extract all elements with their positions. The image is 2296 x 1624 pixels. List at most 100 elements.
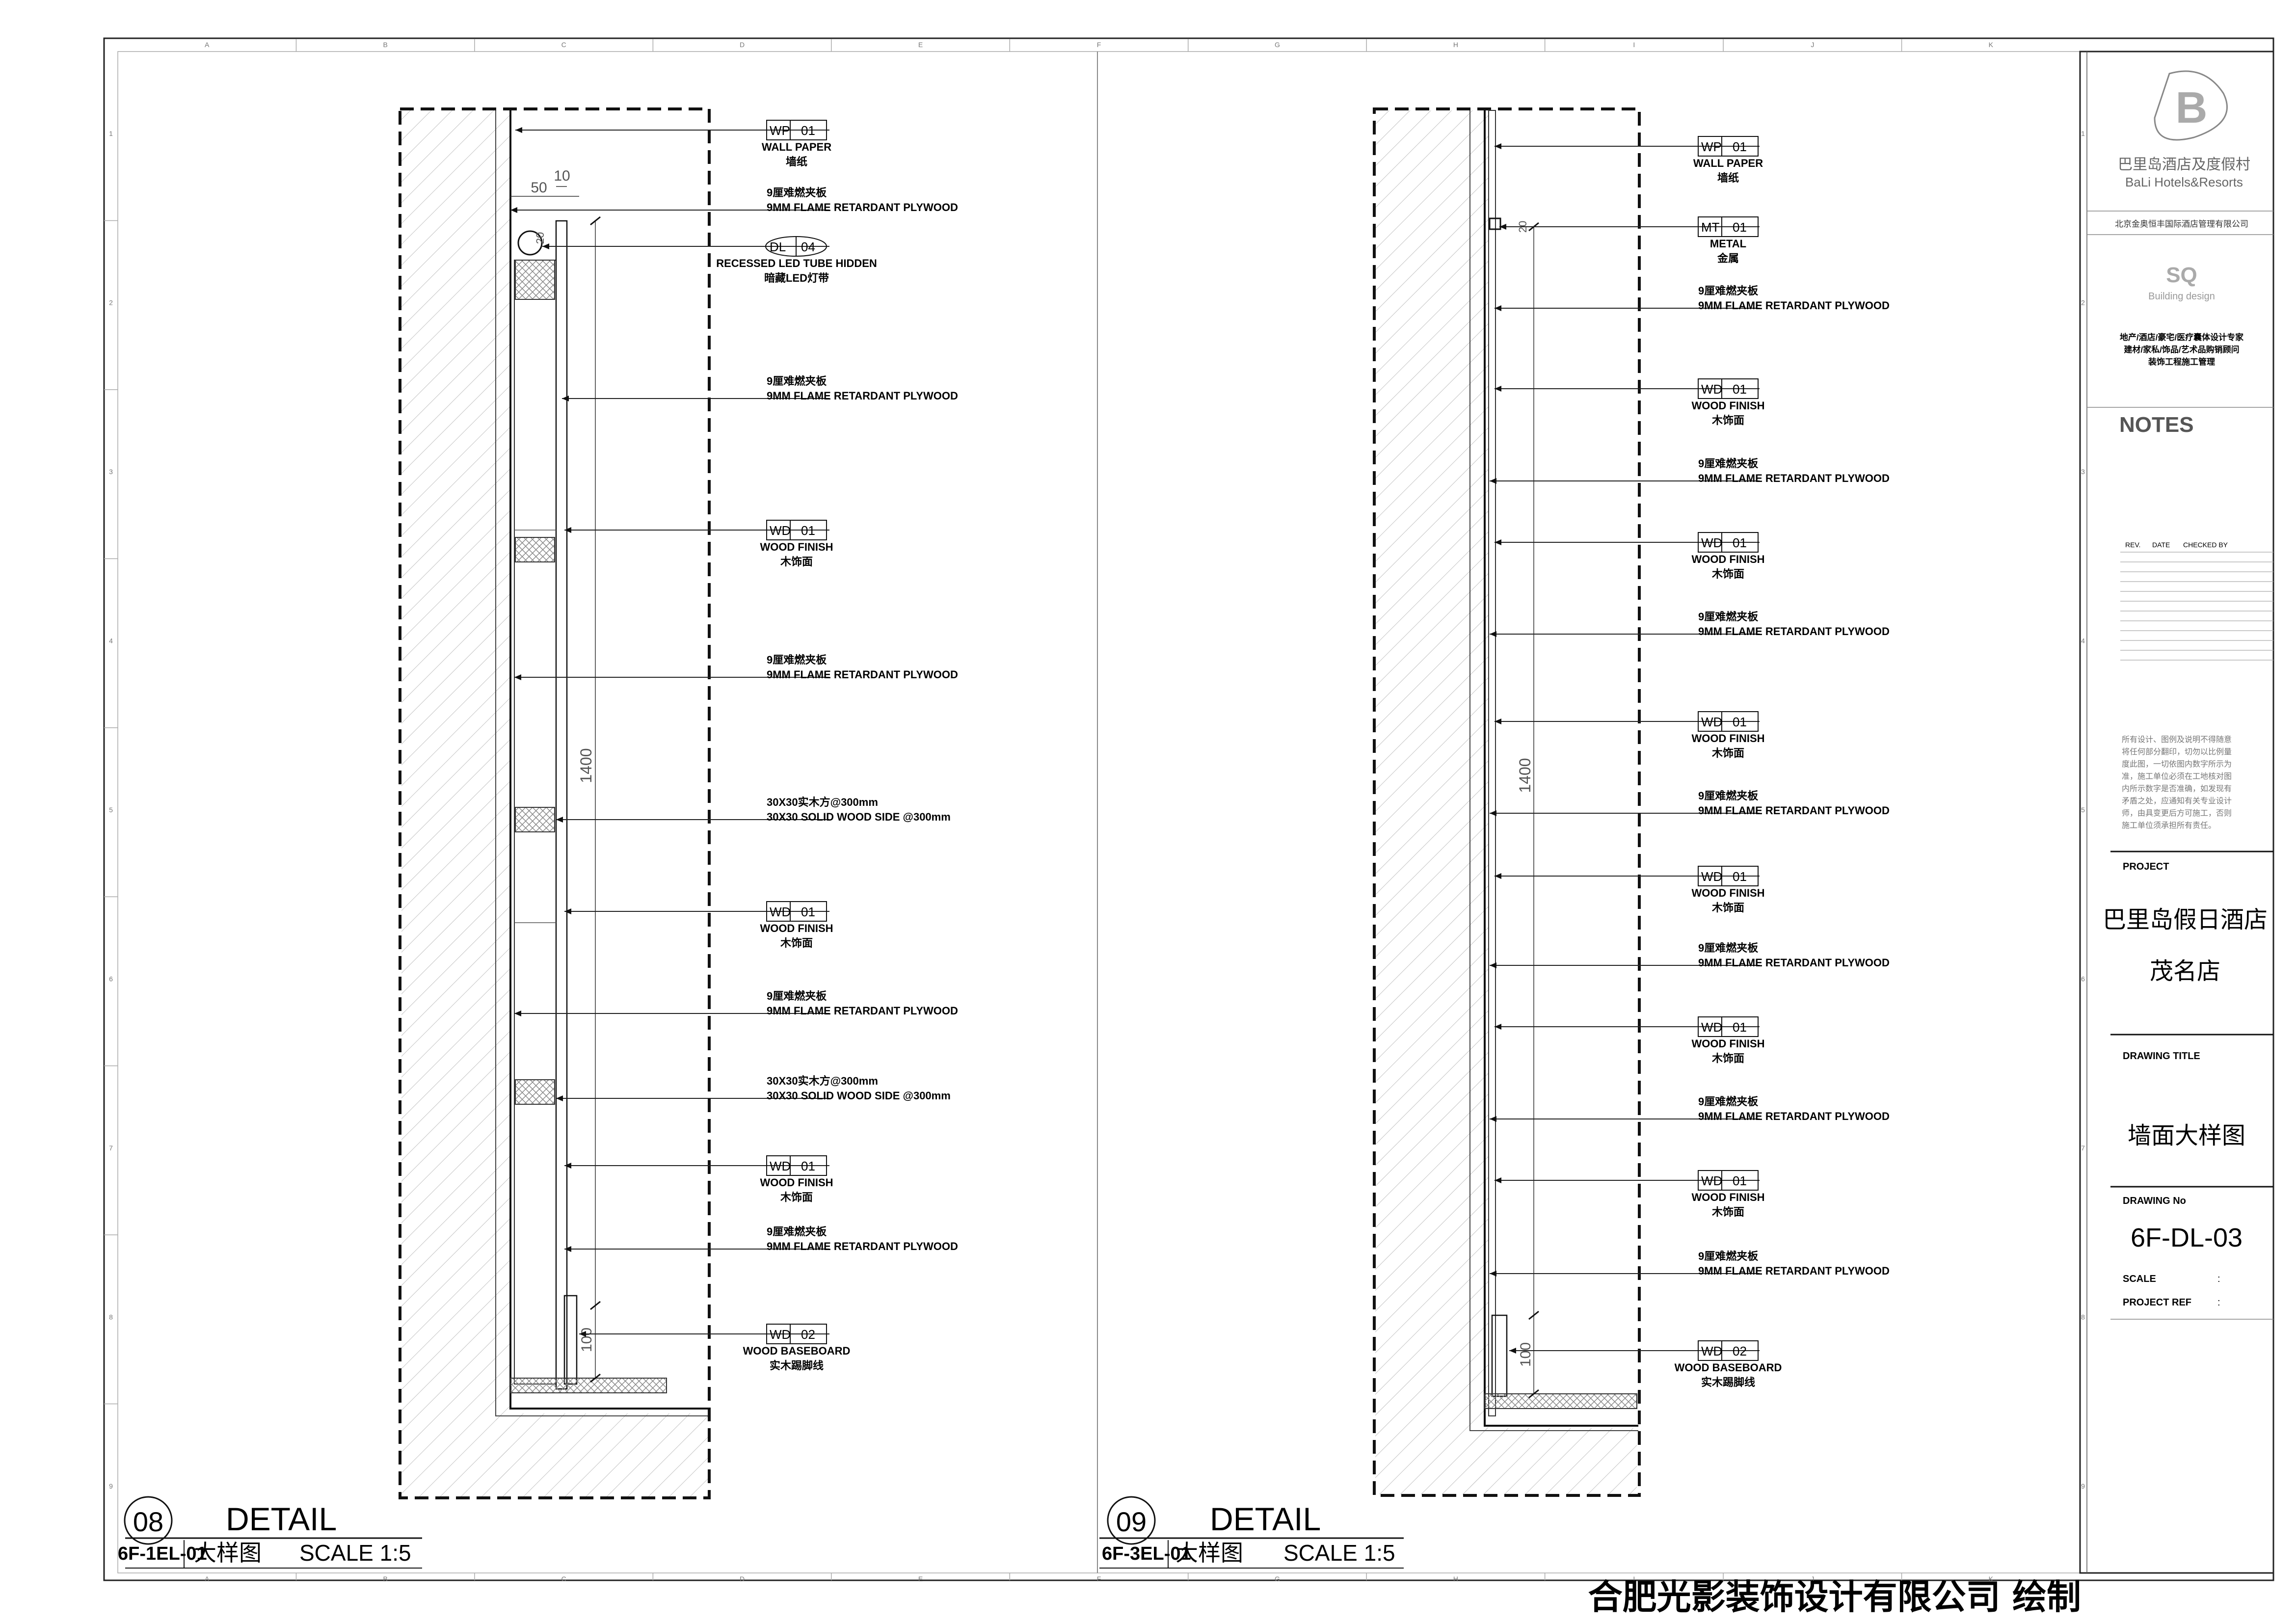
material-name-cn: 9厘难燃夹板 bbox=[1698, 1250, 1759, 1262]
rev-header: REV. bbox=[2125, 541, 2140, 549]
leader-arrow bbox=[1495, 386, 1501, 392]
material-name-cn: 9厘难燃夹板 bbox=[1698, 942, 1759, 954]
material-code: WD bbox=[1701, 1344, 1722, 1358]
grid-col-label: I bbox=[1633, 1575, 1635, 1583]
grid-row-label: 5 bbox=[109, 806, 113, 814]
detail-09 bbox=[1373, 107, 1641, 1497]
material-name-cn: 木饰面 bbox=[1711, 568, 1744, 580]
leader-arrow bbox=[1495, 873, 1501, 879]
dim-tick bbox=[1528, 1389, 1539, 1399]
material-number: 01 bbox=[1733, 1173, 1747, 1188]
disclaimer-7: 师，由具变更后方可施工，否则 bbox=[2122, 809, 2232, 818]
grid-col-label: H bbox=[1453, 41, 1458, 49]
detail-title: DETAIL bbox=[1210, 1501, 1321, 1537]
material-name-cn: 9厘难燃夹板 bbox=[1698, 1095, 1759, 1108]
material-name-cn: 9厘难燃夹板 bbox=[767, 186, 827, 199]
material-name-en: WOOD FINISH bbox=[1691, 553, 1764, 565]
material-name-en: 9MM FLAME RETARDANT PLYWOOD bbox=[767, 668, 958, 681]
leader-arrow bbox=[1495, 719, 1501, 724]
material-name-en: WOOD BASEBOARD bbox=[743, 1345, 851, 1357]
leader-arrow bbox=[1495, 539, 1501, 545]
material-code: WD bbox=[1701, 1173, 1722, 1188]
material-name-en: WOOD FINISH bbox=[760, 922, 833, 934]
grid-row-label: 7 bbox=[2081, 1144, 2085, 1152]
leader-arrow bbox=[1495, 1177, 1501, 1183]
material-name-cn: 9厘难燃夹板 bbox=[1698, 457, 1759, 470]
leader-arrow bbox=[1490, 810, 1496, 816]
drawing-title: 墙面大样图 bbox=[2128, 1123, 2245, 1149]
material-name-cn: 9厘难燃夹板 bbox=[767, 654, 827, 666]
led-tube bbox=[517, 230, 543, 256]
title-block: B 巴里岛酒店及度假村 BaLi Hotels&Resorts 北京金奥恒丰国际… bbox=[2079, 51, 2274, 1574]
baseboard bbox=[1491, 1314, 1508, 1397]
detail-subtitle: 大样图 bbox=[1175, 1540, 1243, 1566]
dim-50: 50 bbox=[531, 180, 547, 196]
notes-label: NOTES bbox=[2119, 413, 2194, 437]
detail-number: 08 bbox=[133, 1506, 163, 1537]
dim-100: 100 bbox=[579, 1328, 595, 1352]
material-name-en: RECESSED LED TUBE HIDDEN bbox=[716, 257, 877, 269]
material-code: WD bbox=[1701, 535, 1722, 550]
detail-08 bbox=[399, 107, 711, 1499]
material-number: 01 bbox=[1733, 1020, 1747, 1035]
grid-col-label: G bbox=[1275, 1575, 1280, 1583]
material-number: 01 bbox=[1733, 535, 1747, 550]
material-name-cn: 木饰面 bbox=[780, 1191, 813, 1203]
grid-row-label: 7 bbox=[109, 1144, 113, 1152]
material-name-cn: 9厘难燃夹板 bbox=[1698, 790, 1759, 802]
material-name-en: 30X30 SOLID WOOD SIDE @300mm bbox=[767, 1090, 951, 1102]
material-tag bbox=[1698, 378, 1759, 399]
dim-tick bbox=[1528, 1310, 1539, 1320]
dim-10: 10 bbox=[554, 168, 570, 184]
material-tag bbox=[1698, 136, 1759, 157]
material-tag bbox=[1698, 1170, 1759, 1191]
leader-arrow bbox=[1499, 224, 1506, 230]
detail-boundary bbox=[1373, 107, 1641, 1497]
design-line-3: 装饰工程施工管理 bbox=[2148, 357, 2215, 367]
grid-col-label: A bbox=[205, 41, 210, 49]
grid-col-label: E bbox=[918, 41, 923, 49]
leader-arrow bbox=[1495, 1024, 1501, 1030]
material-name-en: WOOD FINISH bbox=[1691, 399, 1764, 412]
material-number: 01 bbox=[1733, 715, 1747, 729]
material-code: DL bbox=[770, 240, 786, 254]
grid-col-label: D bbox=[740, 41, 745, 49]
logo-cn: 巴里岛酒店及度假村 bbox=[2118, 157, 2250, 173]
material-name-cn: 30X30实木方@300mm bbox=[767, 1075, 878, 1087]
grid-row-label: 3 bbox=[109, 468, 113, 476]
dim-tick bbox=[590, 1373, 601, 1383]
material-name-cn: 9厘难燃夹板 bbox=[1698, 611, 1759, 623]
floor-finish bbox=[510, 1378, 667, 1393]
leader-arrow bbox=[1490, 1116, 1496, 1122]
grid-col-label: J bbox=[1811, 1575, 1814, 1583]
material-name-cn: 木饰面 bbox=[1711, 902, 1744, 914]
logo-en: BaLi Hotels&Resorts bbox=[2125, 175, 2243, 189]
detail-title: DETAIL bbox=[226, 1501, 337, 1537]
project-ref-colon: : bbox=[2217, 1297, 2220, 1308]
material-name-en: 9MM FLAME RETARDANT PLYWOOD bbox=[1698, 299, 1890, 312]
material-number: 01 bbox=[1733, 869, 1747, 884]
grid-col-label: B bbox=[383, 41, 388, 49]
leader-arrow bbox=[579, 1331, 586, 1337]
material-code: WD bbox=[770, 1327, 791, 1342]
grid-col-label: B bbox=[383, 1575, 388, 1583]
disclaimer-3: 度此图，一切依图内数字所示为 bbox=[2122, 760, 2232, 769]
material-name-cn: 实木踢脚线 bbox=[1701, 1376, 1755, 1388]
material-name-en: WOOD FINISH bbox=[1691, 1191, 1764, 1203]
floor-hatch bbox=[1470, 1428, 1637, 1494]
grid-row-label: 8 bbox=[109, 1313, 113, 1321]
material-name-en: 30X30 SOLID WOOD SIDE @300mm bbox=[767, 811, 951, 823]
leader-arrow bbox=[1490, 478, 1496, 484]
material-name-cn: 暗藏LED灯带 bbox=[764, 272, 829, 284]
material-name-cn: 木饰面 bbox=[780, 937, 813, 949]
material-name-en: 9MM FLAME RETARDANT PLYWOOD bbox=[1698, 625, 1890, 638]
material-number: 01 bbox=[1733, 139, 1747, 154]
grid-col-label: C bbox=[561, 1575, 566, 1583]
material-number: 01 bbox=[801, 523, 815, 538]
grid-row-label: 6 bbox=[109, 975, 113, 983]
leader-arrow bbox=[556, 817, 563, 823]
material-name-en: WALL PAPER bbox=[1693, 157, 1763, 169]
material-tag bbox=[766, 1324, 827, 1344]
material-code: WD bbox=[1701, 869, 1722, 884]
